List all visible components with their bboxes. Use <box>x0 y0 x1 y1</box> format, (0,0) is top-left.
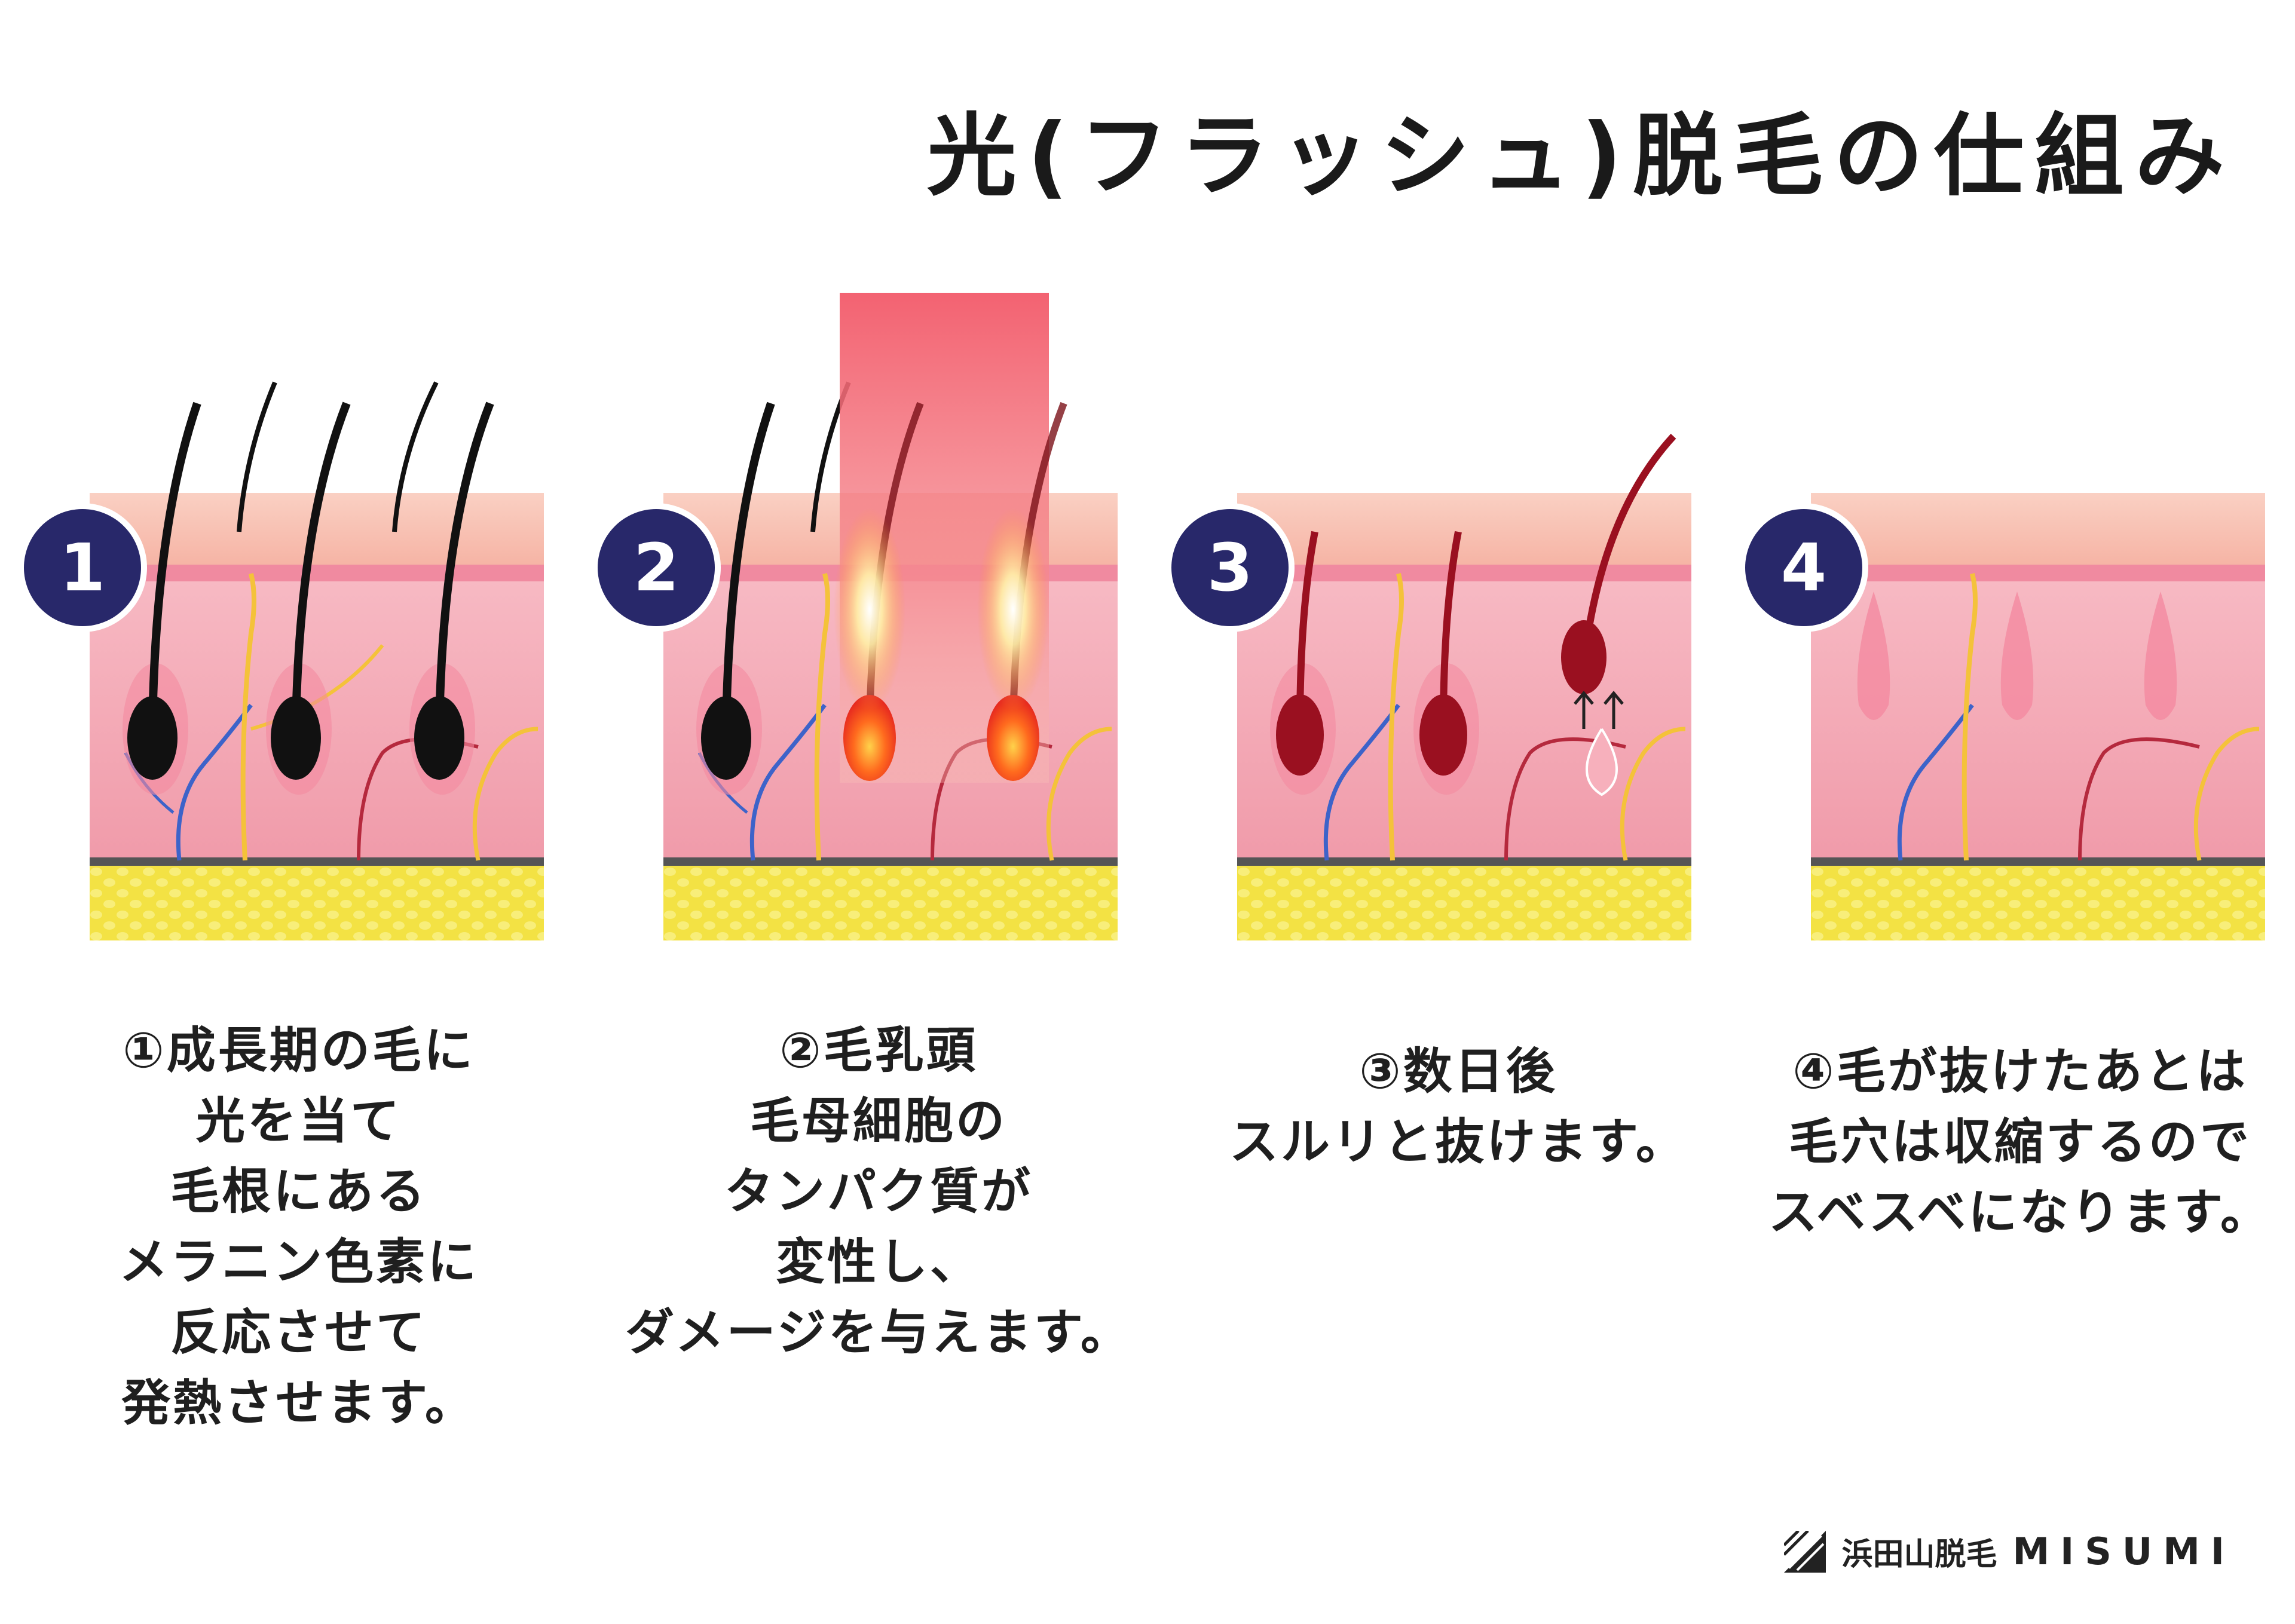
step-1-badge: 1 <box>24 509 141 626</box>
hair-1b <box>292 402 351 730</box>
step-1-caption: ①成長期の毛に 光を当て 毛根にある メラニン色素に 反応させて 発熱させます。 <box>118 1022 479 1432</box>
step-4-caption: ④毛が抜けたあとは 毛穴は収縮するので スベスベになります。 <box>1768 1043 2272 1241</box>
skin-diagram-3 <box>1237 433 1691 940</box>
step-2-caption: ②毛乳頭 毛母細胞の タンパク質が 変性し、 ダメージを与えます。 <box>625 1022 1132 1361</box>
step-3-panel: 3 <box>1171 275 1745 956</box>
step-3-badge: 3 <box>1171 509 1289 626</box>
step-4-badge: 4 <box>1745 509 1862 626</box>
brand-name-jp: 浜田山脱毛 <box>1841 1537 1997 1573</box>
brand-logo: 浜田山脱毛 MISUMI <box>1784 1529 2235 1574</box>
step-2-badge: 2 <box>598 509 715 626</box>
skin-diagram-2 <box>663 293 1118 940</box>
step-2-panel: 2 <box>598 275 1171 956</box>
step-1-panel: 1 <box>24 275 598 956</box>
skin-diagram-1 <box>90 381 544 940</box>
hair-1c <box>435 402 494 730</box>
page-title: 光(フラッシュ)脱毛の仕組み <box>926 105 2235 209</box>
brand-mark-icon <box>1784 1530 1826 1573</box>
step-3-caption: ③数日後 スルリと抜けます。 <box>1229 1043 1687 1170</box>
skin-diagram-4 <box>1811 493 2265 940</box>
brand-name-en: MISUMI <box>2012 1530 2235 1573</box>
step-4-panel: 4 <box>1745 275 2295 956</box>
hair-1a <box>148 402 201 730</box>
